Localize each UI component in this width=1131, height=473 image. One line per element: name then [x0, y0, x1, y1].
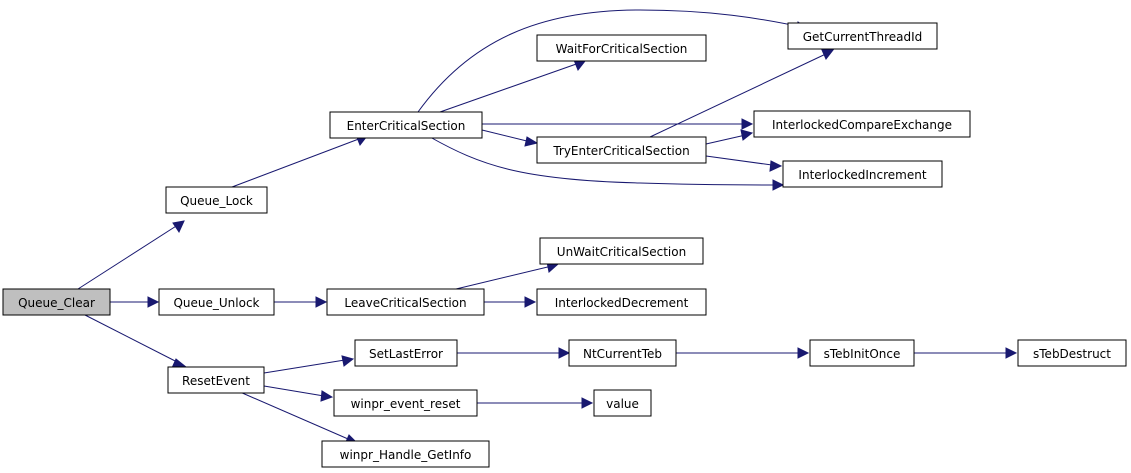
- node-enter-critical-section[interactable]: EnterCriticalSection: [329, 111, 483, 139]
- edge-leave-critical-section-to-un-wait-critical-section: [455, 261, 560, 290]
- edge-queue-clear-to-reset-event: [84, 314, 188, 369]
- node-label: winpr_Handle_GetInfo: [340, 448, 472, 462]
- node-try-enter-critical-section[interactable]: TryEnterCriticalSection: [536, 136, 707, 164]
- edge-winpr-event-reset-to-value: [477, 397, 594, 409]
- node-label: Queue_Clear: [18, 296, 95, 310]
- edge-set-last-error-to-nt-current-teb: [457, 347, 571, 359]
- node-interlocked-increment[interactable]: InterlockedIncrement: [782, 160, 943, 188]
- node-winpr-event-reset[interactable]: winpr_event_reset: [333, 389, 478, 417]
- node-s-teb-init-once[interactable]: sTebInitOnce: [809, 339, 915, 367]
- node-get-current-thread-id[interactable]: GetCurrentThreadId: [787, 22, 938, 50]
- node-label: TryEnterCriticalSection: [552, 144, 689, 158]
- edge-reset-event-to-winpr-event-reset: [263, 385, 334, 402]
- node-label: InterlockedCompareExchange: [772, 118, 952, 132]
- node-nt-current-teb[interactable]: NtCurrentTeb: [568, 339, 677, 367]
- node-label: SetLastError: [369, 347, 443, 361]
- node-label: LeaveCriticalSection: [344, 296, 466, 310]
- node-queue-lock[interactable]: Queue_Lock: [165, 186, 268, 214]
- node-un-wait-critical-section[interactable]: UnWaitCriticalSection: [539, 237, 704, 265]
- edge-nt-current-teb-to-s-teb-init-once: [676, 347, 810, 359]
- node-label: Queue_Unlock: [173, 296, 259, 310]
- edge-enter-critical-section-to-try-enter-critical-section: [481, 129, 539, 147]
- node-queue-unlock[interactable]: Queue_Unlock: [158, 288, 275, 316]
- node-label: EnterCriticalSection: [347, 119, 466, 133]
- node-label: UnWaitCriticalSection: [557, 245, 686, 259]
- node-reset-event[interactable]: ResetEvent: [167, 366, 265, 394]
- edge-queue-clear-to-queue-unlock: [110, 296, 160, 308]
- node-set-last-error[interactable]: SetLastError: [354, 339, 458, 367]
- node-interlocked-decrement[interactable]: InterlockedDecrement: [536, 288, 707, 316]
- edge-try-enter-critical-section-to-interlocked-increment: [705, 155, 783, 172]
- node-label: sTebInitOnce: [824, 347, 901, 361]
- node-label: GetCurrentThreadId: [803, 30, 923, 44]
- edge-enter-critical-section-to-interlocked-increment: [429, 136, 785, 191]
- node-label: WaitForCriticalSection: [556, 42, 688, 56]
- node-interlocked-compare-exchange[interactable]: InterlockedCompareExchange: [753, 110, 971, 138]
- edge-enter-critical-section-to-interlocked-compare-exchange: [482, 118, 754, 130]
- node-label: value: [606, 397, 639, 411]
- edge-enter-critical-section-to-wait-for-critical-section: [439, 59, 586, 113]
- node-label: ResetEvent: [182, 374, 250, 388]
- node-label: winpr_event_reset: [351, 397, 461, 411]
- node-label: sTebDestruct: [1033, 347, 1111, 361]
- node-value[interactable]: value: [593, 389, 652, 417]
- edge-queue-clear-to-queue-lock: [77, 220, 185, 290]
- node-s-teb-destruct[interactable]: sTebDestruct: [1017, 339, 1127, 367]
- node-label: Queue_Lock: [180, 194, 253, 208]
- node-label: NtCurrentTeb: [583, 347, 662, 361]
- node-label: InterlockedIncrement: [798, 168, 926, 182]
- edge-reset-event-to-set-last-error: [263, 355, 355, 374]
- node-wait-for-critical-section[interactable]: WaitForCriticalSection: [536, 34, 707, 62]
- node-winpr-handle-get-info[interactable]: winpr_Handle_GetInfo: [321, 440, 490, 468]
- edge-s-teb-init-once-to-s-teb-destruct: [914, 347, 1018, 359]
- node-queue-clear[interactable]: Queue_Clear: [2, 288, 111, 316]
- edge-leave-critical-section-to-interlocked-decrement: [484, 296, 537, 308]
- edge-try-enter-critical-section-to-interlocked-compare-exchange: [705, 129, 754, 145]
- edge-queue-lock-to-enter-critical-section: [231, 134, 368, 188]
- edge-queue-unlock-to-leave-critical-section: [274, 296, 328, 308]
- edge-try-enter-critical-section-to-get-current-thread-id: [649, 49, 835, 138]
- node-label: InterlockedDecrement: [555, 296, 689, 310]
- node-leave-critical-section[interactable]: LeaveCriticalSection: [326, 288, 485, 316]
